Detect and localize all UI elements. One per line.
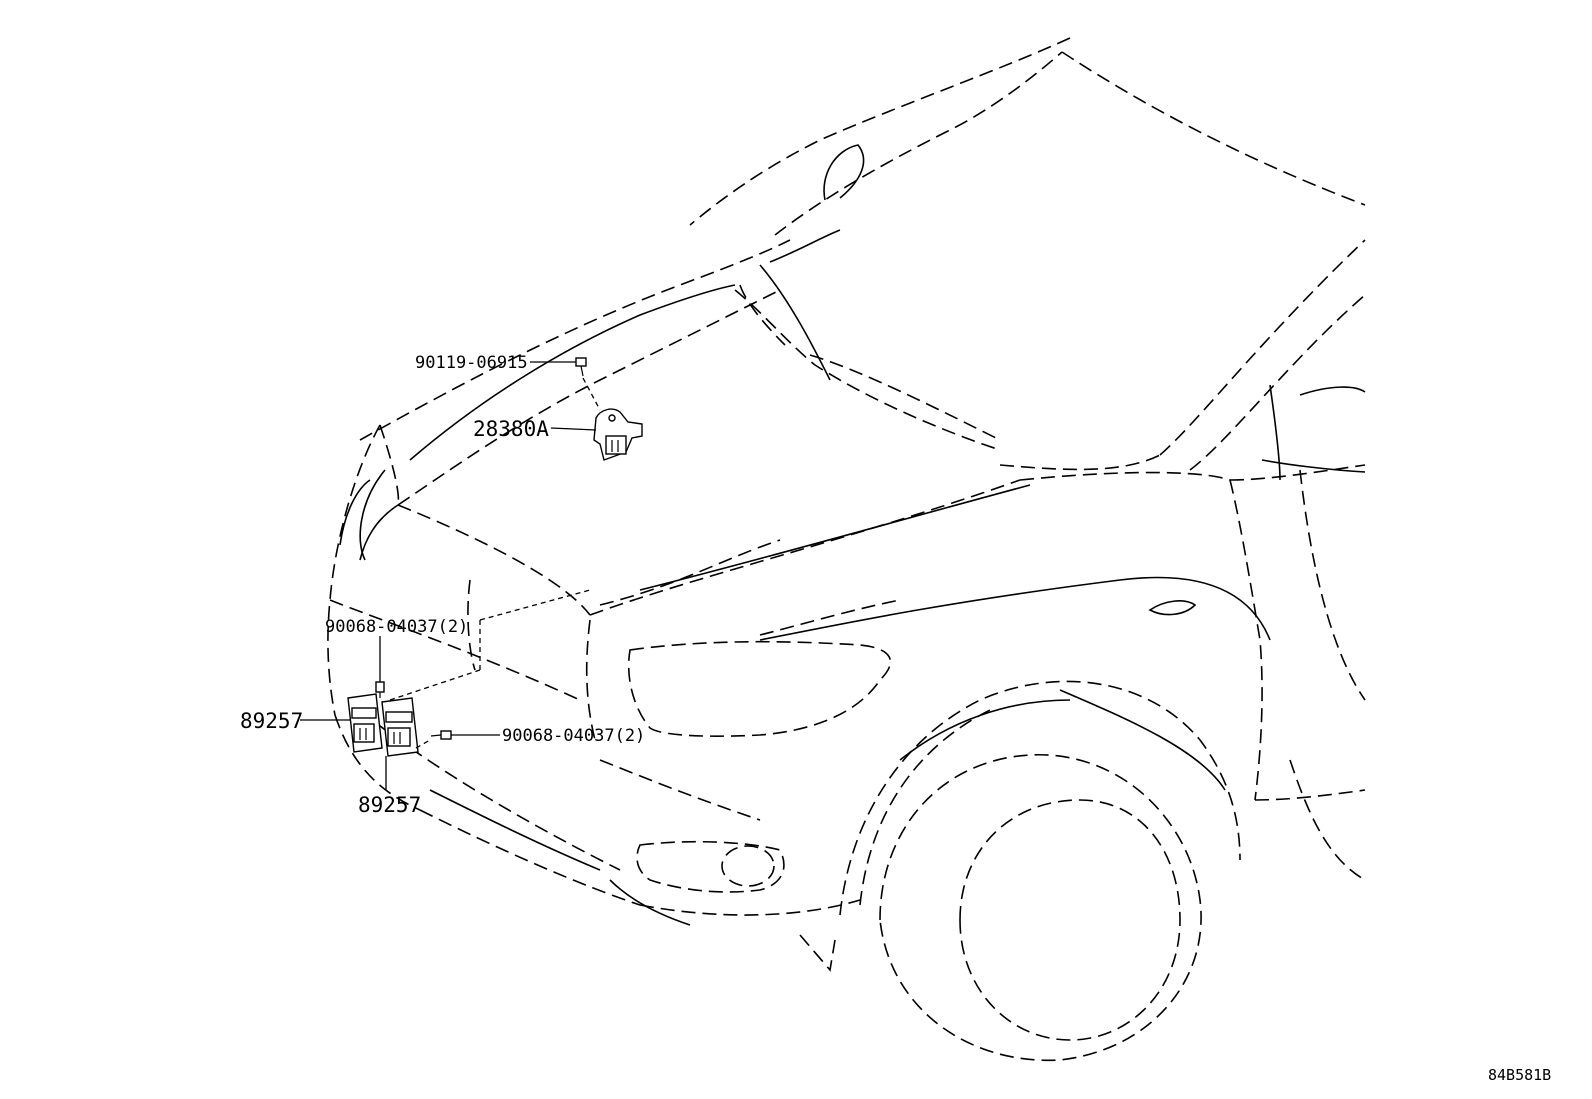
callout-89257-right: 89257: [358, 793, 421, 817]
callout-89257-left: 89257: [240, 709, 303, 733]
screw-90068-upper-part: [375, 681, 385, 698]
assembly-dashed-lines: [389, 589, 591, 749]
bolt-90119-part: [575, 357, 601, 411]
callout-labels: 90119-06915 28380A 90068-04037(2) 89257 …: [240, 353, 645, 817]
callout-90119-06915: 90119-06915: [415, 353, 528, 373]
vehicle-body-solid-lines: [339, 144, 1366, 926]
screw-90068-lower-part: [430, 730, 452, 740]
sensor-28380a-part: [593, 408, 643, 461]
sensor-89257-left-part: [347, 693, 383, 753]
callout-90068-04037-lower: 90068-04037(2): [502, 726, 645, 746]
callout-90068-04037-upper: 90068-04037(2): [325, 617, 468, 637]
leader-lines: [300, 361, 597, 790]
diagram-reference-code: 84B581B: [1488, 1066, 1551, 1084]
sensor-89257-right-part: [381, 697, 419, 757]
vehicle-body-outline: [327, 37, 1366, 1062]
callout-28380a: 28380A: [473, 417, 549, 441]
